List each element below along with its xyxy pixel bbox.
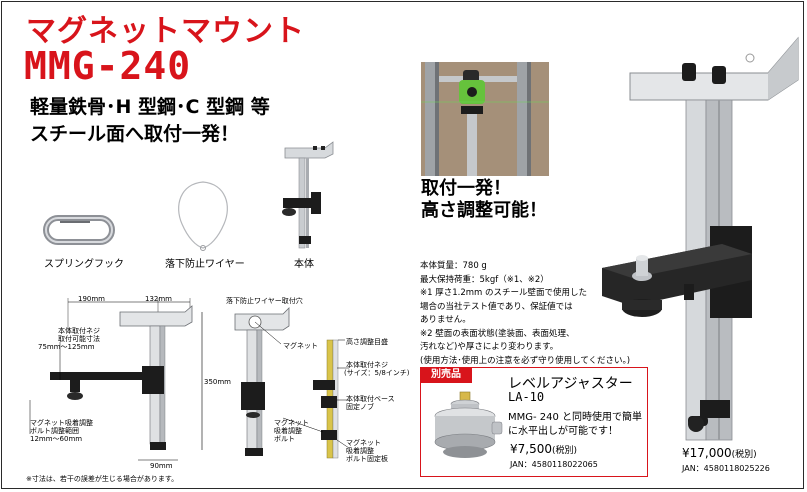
caption-spring-hook: スプリングフック <box>44 259 124 270</box>
dim-90: 90mm <box>150 462 173 470</box>
label-screw-1: 本体取付ネジ <box>346 361 388 369</box>
optional-product-name: レベルアジャスター <box>508 376 633 392</box>
label-magnet-plate-3: ボルト固定板 <box>346 455 388 463</box>
spec-note2-a: ※2 壁面の表面状態(塗装面、表面処理、 <box>420 328 575 339</box>
optional-badge: 別売品 <box>420 367 472 383</box>
label-screw-title: 本体取付ネジ <box>58 327 100 335</box>
label-height-scale: 高さ調整目盛 <box>346 338 388 346</box>
optional-product-price: ¥7,500(税別) <box>510 442 577 456</box>
main-product-price: ¥17,000(税別) <box>682 446 757 460</box>
spring-hook-image <box>43 215 115 245</box>
caption-body: 本体 <box>294 259 314 270</box>
label-base-knob-2: 固定ノブ <box>346 403 374 411</box>
optional-product-desc-2: に水平出しが可能です！ <box>508 426 618 437</box>
main-price-tax: (税別) <box>731 450 757 460</box>
label-screw-range: 取付可能寸法 <box>58 335 100 343</box>
label-magnet-bolt-1: マグネット <box>274 419 309 427</box>
label-base-knob-1: 本体取付ベース <box>346 395 395 403</box>
dim-350: 350mm <box>204 378 231 386</box>
photo-note-1: 取付一発！ <box>421 178 511 199</box>
main-product-jan: JAN：4580118025226 <box>682 464 770 473</box>
spec-note1-a: ※1 厚さ1.2mm のスチール壁面で使用した <box>420 288 588 298</box>
main-price-value: ¥17,000 <box>682 446 732 460</box>
caption-safety-wire: 落下防止ワイヤー <box>165 259 245 270</box>
photo-note-2: 高さ調整可能！ <box>421 200 547 221</box>
body-small-image <box>282 141 334 249</box>
label-magnet-bolt-2: 吸着調整 <box>274 427 302 435</box>
label-bolt-2: ボルト調整範囲 <box>30 427 79 435</box>
product-title-jp: マグネットマウント <box>26 14 305 49</box>
product-model: MMG-240 <box>24 44 192 88</box>
label-screw-2: (サイズ：5/8インチ) <box>344 369 410 377</box>
dimension-footnote: ※寸法は、若干の誤差が生じる場合があります。 <box>26 475 179 483</box>
spec-usage: (使用方法･使用上の注意を必ず守り使用してください。) <box>420 355 631 366</box>
label-magnet: マグネット <box>283 342 318 350</box>
optional-product-model: LA-10 <box>508 390 545 404</box>
dim-132: 132mm <box>145 295 172 303</box>
spec-note1-b: 場合の当社テスト値であり、保証値では <box>420 301 573 312</box>
level-adjuster-image <box>434 391 503 458</box>
optional-price-tax: (税別) <box>552 446 578 456</box>
label-magnet-bolt-3: ボルト <box>274 435 295 443</box>
tagline-1: 軽量鉄骨･H 型鋼･C 型鋼 等 <box>30 96 270 118</box>
spec-load: 最大保持荷重：5kgf（※1、※2） <box>420 274 549 285</box>
main-product-image <box>602 36 799 441</box>
label-bolt-3: 12mm～60mm <box>30 435 83 443</box>
dim-190: 190mm <box>78 295 105 303</box>
label-magnet-plate-1: マグネット <box>346 439 381 447</box>
dimension-diagram-left <box>29 298 203 461</box>
label-wire-hole: 落下防止ワイヤー取付穴 <box>226 297 303 305</box>
spec-block: 本体質量：780 g 最大保持荷重：5kgf（※1、※2） ※1 厚さ1.2mm… <box>420 260 630 368</box>
label-magnet-plate-2: 吸着調整 <box>346 447 374 455</box>
optional-product-jan: JAN：4580118022065 <box>510 460 598 469</box>
mounted-laser-photo <box>421 62 549 176</box>
spec-note1-c: ありません。 <box>420 315 471 325</box>
optional-price-value: ¥7,500 <box>510 442 552 456</box>
label-screw-dim: 75mm～125mm <box>38 343 95 351</box>
label-bolt-1: マグネット吸着調整 <box>30 419 93 427</box>
parts-diagram-right <box>234 307 350 459</box>
tagline-2: スチール面へ取付一発！ <box>30 123 240 145</box>
spec-weight: 本体質量：780 g <box>420 261 487 271</box>
spec-note2-b: 汚れなど)や厚さにより変わります。 <box>420 342 559 352</box>
safety-wire-image <box>178 181 228 251</box>
optional-product-desc-1: MMG- 240 と同時使用で簡単 <box>508 412 643 423</box>
